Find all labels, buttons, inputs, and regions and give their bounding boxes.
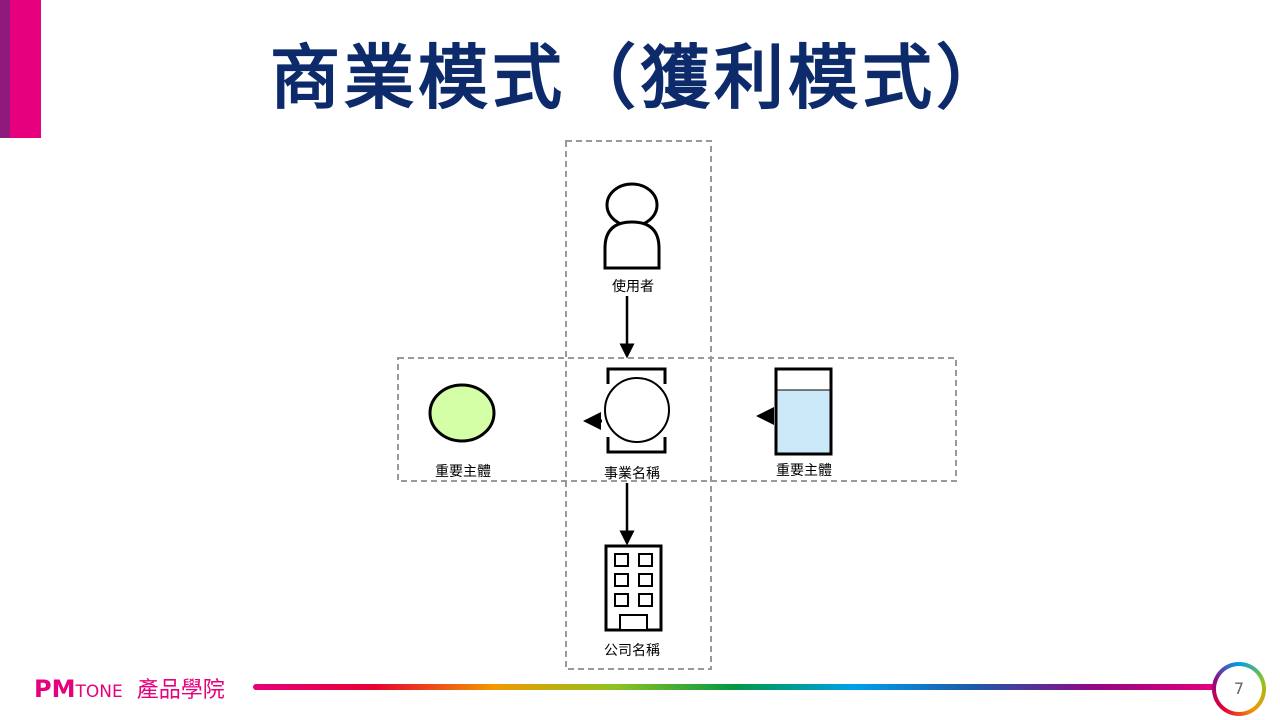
horizontal-dashed-box	[397, 357, 957, 482]
user-label: 使用者	[612, 279, 654, 295]
accent-bar	[0, 0, 41, 138]
company-label: 公司名稱	[604, 643, 660, 659]
business-label: 事業名稱	[604, 466, 660, 482]
water-tank-icon	[774, 367, 833, 456]
entity-circle-icon	[428, 383, 496, 443]
rainbow-divider	[253, 684, 1215, 690]
page-number: 7	[1212, 662, 1266, 716]
left-entity-label: 重要主體	[435, 464, 491, 480]
page-title: 商業模式（獲利模式）	[270, 37, 1010, 119]
user-icon	[603, 182, 661, 270]
right-entity-label: 重要主體	[776, 463, 832, 479]
building-icon	[604, 544, 663, 632]
cycle-icon	[604, 367, 670, 454]
vertical-dashed-box	[565, 140, 712, 670]
